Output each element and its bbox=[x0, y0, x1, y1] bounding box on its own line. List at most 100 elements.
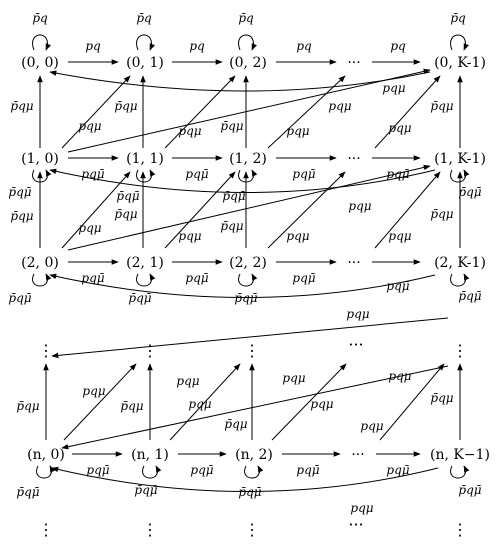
label-vK-nn0: pqμ bbox=[360, 419, 383, 433]
label-loop-0K: p̄q bbox=[450, 11, 466, 25]
edge-nn2-vd bbox=[271, 363, 347, 441]
loop-21 bbox=[136, 273, 156, 287]
label-11-01: p̄qμ bbox=[114, 99, 137, 113]
label-nn2-v2: p̄qμ bbox=[224, 417, 247, 431]
label-20-21: pqμ̄ bbox=[81, 271, 104, 285]
loop-00 bbox=[32, 34, 51, 51]
loop-10 bbox=[32, 169, 52, 183]
label-1K-0K: p̄qμ bbox=[430, 99, 453, 113]
label-nnd-nnK: pqμ̄ bbox=[386, 463, 409, 477]
label-0K-00-curve: pqμ bbox=[382, 81, 405, 95]
label-11-02: pqμ bbox=[178, 124, 201, 138]
edges bbox=[32, 34, 470, 492]
node-1-2: (1, 2) bbox=[229, 151, 267, 167]
label-22-2d: pqμ̄ bbox=[292, 271, 315, 285]
label-01-02: pq bbox=[189, 39, 205, 53]
label-loop-02: p̄q bbox=[238, 11, 254, 25]
label-22-1d: pqμ bbox=[286, 229, 309, 243]
edge-labels: p̄q p̄q p̄q p̄q pq pq pq pq pqμ p̄qμ p̄q… bbox=[8, 11, 481, 515]
label-0d-0K: pq bbox=[390, 39, 406, 53]
node-n-dots: ··· bbox=[351, 447, 364, 463]
node-n-K: (n, K−1) bbox=[430, 447, 490, 463]
label-2K-20-curve: pqμ bbox=[346, 307, 369, 321]
label-loop-00: p̄q bbox=[32, 11, 48, 25]
loop-nnK bbox=[450, 465, 470, 479]
label-nn0-nn1: pqμ̄ bbox=[86, 463, 109, 477]
nodes: (0, 0) (0, 1) (0, 2) ··· (0, K-1) (1, 0)… bbox=[21, 55, 490, 539]
label-12-0d: pqμ bbox=[286, 124, 309, 138]
label-nnK-nn0-curve: pqμ bbox=[350, 501, 373, 515]
node-n-1: (n, 1) bbox=[131, 447, 169, 463]
label-1d-1K: pqμ̄ bbox=[386, 167, 409, 181]
label-loop-nn2: p̄qμ̄ bbox=[238, 485, 261, 499]
label-loop-20: p̄qμ̄ bbox=[8, 291, 31, 305]
loop-22 bbox=[238, 273, 258, 287]
edge-vK-v0 bbox=[51, 317, 449, 359]
label-21-22: pqμ̄ bbox=[185, 271, 208, 285]
edge-20-1K bbox=[67, 164, 431, 251]
edge-nn1-v2 bbox=[169, 363, 241, 441]
label-nn1-nn2: pqμ̄ bbox=[190, 463, 213, 477]
label-loop-12: p̄qμ̄ bbox=[222, 189, 245, 203]
bottom-vdots-col-2: ⋮ bbox=[244, 520, 260, 539]
edge-0K-00-curve bbox=[49, 70, 431, 92]
label-loop-11: p̄qμ̄ bbox=[116, 189, 139, 203]
label-nnd-vK: pqμ bbox=[388, 369, 411, 383]
node-n-0: (n, 0) bbox=[27, 447, 65, 463]
bottom-vdots-col-0: ⋮ bbox=[38, 520, 54, 539]
label-12-02: p̄qμ bbox=[220, 119, 243, 133]
edge-21-12 bbox=[164, 171, 236, 249]
edge-nn0-v1 bbox=[63, 363, 137, 441]
edge-12-0d bbox=[267, 75, 346, 149]
label-10-01: pqμ bbox=[78, 119, 101, 133]
node-1-0: (1, 0) bbox=[21, 151, 59, 167]
loop-01 bbox=[136, 34, 155, 51]
label-loop-nn1: p̄qμ̄ bbox=[134, 483, 157, 497]
label-02-0d: pq bbox=[296, 39, 312, 53]
label-loop-01: p̄q bbox=[136, 11, 152, 25]
label-2K-1K: p̄qμ bbox=[430, 207, 453, 221]
edge-22-1d bbox=[267, 171, 346, 249]
label-nn2-vd: pqμ bbox=[282, 371, 305, 385]
edge-11-02 bbox=[164, 75, 236, 149]
edge-10-0K bbox=[67, 68, 431, 153]
node-2-0: (2, 0) bbox=[21, 255, 59, 271]
label-nn0-v1: pqμ bbox=[82, 384, 105, 398]
loop-nn1 bbox=[142, 465, 162, 479]
node-0-0: (0, 0) bbox=[21, 55, 59, 71]
node-2-1: (2, 1) bbox=[126, 255, 164, 271]
node-0-1: (0, 1) bbox=[126, 55, 164, 71]
label-11-12: pqμ̄ bbox=[185, 167, 208, 181]
label-10-0K: pqμ bbox=[328, 99, 351, 113]
bottom-vdots-col-1: ⋮ bbox=[142, 520, 158, 539]
vdots-col-1: ⋮ bbox=[142, 341, 158, 360]
label-22-12: p̄qμ bbox=[220, 219, 243, 233]
label-20-11: pqμ bbox=[78, 221, 101, 235]
node-1-K: (1, K-1) bbox=[434, 151, 486, 167]
label-loop-1K: p̄qμ̄ bbox=[458, 185, 481, 199]
label-loop-nn0: p̄qμ̄ bbox=[16, 485, 39, 499]
edge-2d-1K bbox=[374, 171, 441, 249]
label-10-00: p̄qμ bbox=[10, 99, 33, 113]
node-1-1: (1, 1) bbox=[126, 151, 164, 167]
label-nn1-v2: pqμ bbox=[176, 374, 199, 388]
label-1d-0K: pqμ bbox=[388, 121, 411, 135]
label-12-1d: pqμ̄ bbox=[292, 167, 315, 181]
label-loop-22: p̄qμ̄ bbox=[234, 291, 257, 305]
loop-12 bbox=[238, 169, 258, 183]
label-nn2-vd-b: pqμ bbox=[310, 397, 333, 411]
node-2-K: (2, K-1) bbox=[434, 255, 486, 271]
loop-nn0 bbox=[36, 465, 56, 479]
loop-0K bbox=[450, 34, 469, 51]
edge-2K-20-curve bbox=[49, 273, 436, 298]
node-0-K: (0, K-1) bbox=[434, 55, 486, 71]
loop-11 bbox=[136, 169, 156, 183]
label-nnK-vK: p̄qμ bbox=[430, 391, 453, 405]
label-1K-10-curve: pqμ bbox=[348, 199, 371, 213]
label-nn1-v2-b: pqμ bbox=[188, 397, 211, 411]
edge-nnd-vK bbox=[379, 363, 445, 441]
label-loop-21: p̄qμ̄ bbox=[128, 291, 151, 305]
node-0-2: (0, 2) bbox=[229, 55, 267, 71]
vdots-col-dots: ··· bbox=[348, 335, 363, 354]
